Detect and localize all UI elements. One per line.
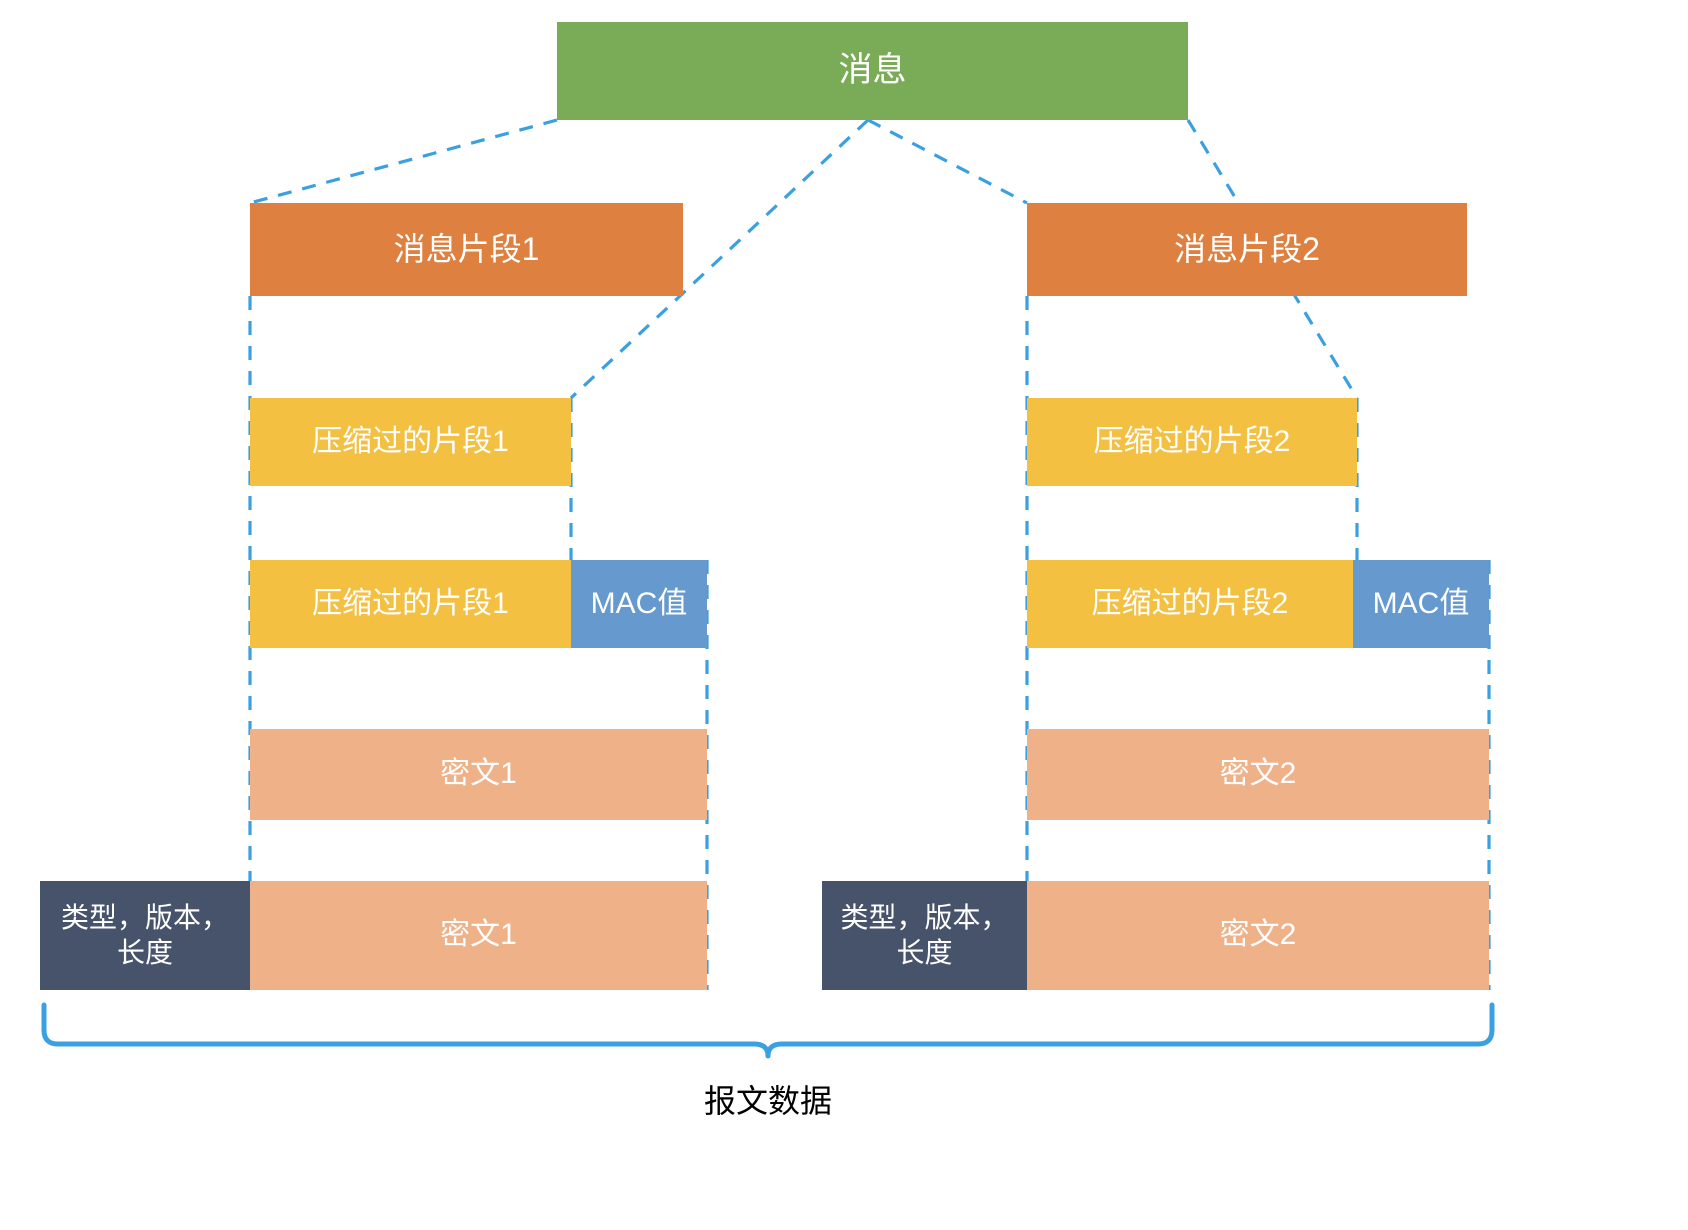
mac-box-2-label: MAC值: [1372, 586, 1470, 620]
compressed-box-2-label: 压缩过的片段2: [1093, 424, 1291, 458]
mac-box-2[interactable]: MAC值: [1353, 560, 1489, 648]
compressed-with-mac-box-1-label: 压缩过的片段1: [312, 586, 509, 620]
compressed-with-mac-box-2[interactable]: 压缩过的片段2: [1027, 560, 1353, 648]
record-header-box-1-label: 类型，版本， 长度: [60, 902, 229, 968]
compressed-box-1[interactable]: 压缩过的片段1: [250, 398, 571, 486]
fragment-box-1-label: 消息片段1: [393, 230, 540, 267]
connector-message-to-fragment1-left: [249, 118, 558, 205]
record-ciphertext-box-2[interactable]: 密文2: [1027, 881, 1489, 990]
ciphertext-box-2[interactable]: 密文2: [1027, 729, 1489, 820]
ciphertext-box-1[interactable]: 密文1: [250, 729, 707, 820]
ciphertext-box-2-label: 密文2: [1219, 757, 1297, 791]
mac-box-1[interactable]: MAC值: [571, 560, 707, 648]
compressed-box-2[interactable]: 压缩过的片段2: [1027, 398, 1357, 486]
record-header-box-2-label: 类型，版本， 长度: [840, 902, 1009, 968]
mac-box-1-label: MAC值: [590, 586, 688, 620]
fragment-box-2[interactable]: 消息片段2: [1027, 203, 1467, 296]
compressed-with-mac-box-1[interactable]: 压缩过的片段1: [250, 560, 571, 648]
message-box[interactable]: 消息: [557, 22, 1188, 120]
record-ciphertext-box-1-label: 密文1: [440, 918, 517, 952]
ciphertext-box-1-label: 密文1: [440, 757, 517, 791]
record-ciphertext-box-1[interactable]: 密文1: [250, 881, 707, 990]
connector-message-to-fragment2-left: [867, 118, 1028, 205]
compressed-with-mac-box-2-label: 压缩过的片段2: [1091, 586, 1289, 620]
record-header-box-2[interactable]: 类型，版本， 长度: [822, 881, 1027, 990]
message-box-label: 消息: [838, 51, 907, 90]
compressed-box-1-label: 压缩过的片段1: [312, 424, 509, 458]
bottom-bracket: [41, 1002, 1495, 1059]
record-header-box-1[interactable]: 类型，版本， 长度: [40, 881, 250, 990]
bottom-caption: 报文数据: [608, 1076, 928, 1122]
fragment-box-2-label: 消息片段2: [1174, 230, 1320, 267]
bottom-caption-label: 报文数据: [703, 1083, 832, 1119]
fragment-box-1[interactable]: 消息片段1: [250, 203, 683, 296]
record-ciphertext-box-2-label: 密文2: [1219, 918, 1297, 952]
